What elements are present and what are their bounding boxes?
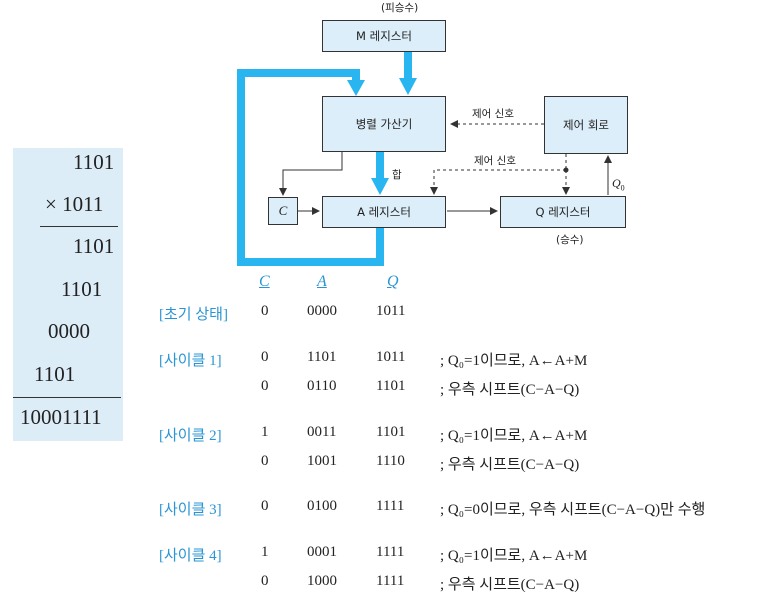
cell-a: 1001 xyxy=(307,453,337,469)
control-to-registers-arrows xyxy=(430,154,570,195)
carry-flag-label: C xyxy=(278,203,288,218)
cell-c: 0 xyxy=(261,378,269,394)
row-note: ; 우측 시프트(C−A−Q) xyxy=(440,577,580,593)
cycle-label: [사이클 2] xyxy=(159,428,222,444)
row-note: ; Q₀=0이므로, 우측 시프트(C−A−Q)만 수행 xyxy=(440,502,706,518)
parallel-adder-label: 병렬 가산기 xyxy=(355,117,413,131)
product-rule-top xyxy=(40,226,118,227)
parallel-adder: 병렬 가산기 xyxy=(322,96,446,152)
control-unit-label: 제어 회로 xyxy=(563,118,609,132)
multiplicand-caption: (피승수) xyxy=(381,2,419,14)
sum-arrow xyxy=(371,152,389,195)
carry-arrow xyxy=(279,152,343,196)
cell-a: 0001 xyxy=(307,544,337,560)
a-register-label: A 레지스터 xyxy=(357,205,411,219)
cell-q: 1101 xyxy=(376,424,406,440)
cycle-label: [초기 상태] xyxy=(159,307,228,323)
multiplicand: 1101 xyxy=(73,150,115,174)
cell-q: 1011 xyxy=(376,303,406,319)
row-note: ; 우측 시프트(C−A−Q) xyxy=(440,457,580,473)
column-header-c: C xyxy=(259,273,270,290)
cell-a: 1101 xyxy=(307,349,337,365)
cell-c: 0 xyxy=(261,453,269,469)
q0-subscript: 0 xyxy=(620,183,625,193)
cell-q: 1101 xyxy=(376,378,406,394)
cell-c: 0 xyxy=(261,573,269,589)
q0-letter: Q xyxy=(612,176,621,190)
control-signal-label-1: 제어 신호 xyxy=(472,108,514,120)
multiplication-panel xyxy=(13,148,123,441)
column-header-a: A xyxy=(317,273,327,290)
cell-c: 0 xyxy=(261,303,269,319)
cell-a: 0011 xyxy=(307,424,337,440)
control-unit: 제어 회로 xyxy=(544,96,628,154)
diagram-connectors xyxy=(237,52,612,266)
cycle-label: [사이클 1] xyxy=(159,353,222,369)
row-note: ; Q₀=1이므로, A←A+M xyxy=(440,428,588,444)
cell-c: 1 xyxy=(261,544,269,560)
partial-product-3: 0000 xyxy=(48,319,90,343)
control-signal-label-2: 제어 신호 xyxy=(474,155,516,167)
final-product: 10001111 xyxy=(20,405,102,429)
partial-product-4: 1101 xyxy=(34,362,76,386)
q-register: Q 레지스터 xyxy=(500,196,626,228)
row-note: ; 우측 시프트(C−A−Q) xyxy=(440,382,580,398)
cell-q: 1110 xyxy=(376,453,405,469)
m-register: M 레지스터 xyxy=(322,20,446,52)
cell-a: 0000 xyxy=(307,303,337,319)
cell-c: 0 xyxy=(261,349,269,365)
sum-label: 합 xyxy=(392,169,402,181)
carry-flag-c: C xyxy=(268,197,298,225)
cell-q: 1111 xyxy=(376,544,405,560)
q0-label: Q0 xyxy=(612,176,625,192)
cell-c: 0 xyxy=(261,498,269,514)
cell-a: 0110 xyxy=(307,378,337,394)
product-rule-bottom xyxy=(13,397,121,398)
cycle-label: [사이클 3] xyxy=(159,502,222,518)
row-note: ; Q₀=1이므로, A←A+M xyxy=(440,353,588,369)
cell-q: 1011 xyxy=(376,349,406,365)
q-register-label: Q 레지스터 xyxy=(535,205,591,219)
cell-a: 1000 xyxy=(307,573,337,589)
m-to-adder-arrow xyxy=(399,52,417,95)
cell-q: 1111 xyxy=(376,573,405,589)
cell-a: 0100 xyxy=(307,498,337,514)
m-register-label: M 레지스터 xyxy=(356,29,412,43)
partial-product-2: 1101 xyxy=(61,277,103,301)
row-note: ; Q₀=1이므로, A←A+M xyxy=(440,548,588,564)
column-header-q: Q xyxy=(387,273,399,290)
a-register: A 레지스터 xyxy=(322,196,446,228)
partial-product-1: 1101 xyxy=(73,234,115,258)
feedback-loop-arrow xyxy=(237,69,384,266)
cell-c: 1 xyxy=(261,424,269,440)
cycle-label: [사이클 4] xyxy=(159,548,222,564)
multiplier: × 1011 xyxy=(45,192,104,216)
cell-q: 1111 xyxy=(376,498,405,514)
multiplier-caption: (승수) xyxy=(556,234,584,246)
